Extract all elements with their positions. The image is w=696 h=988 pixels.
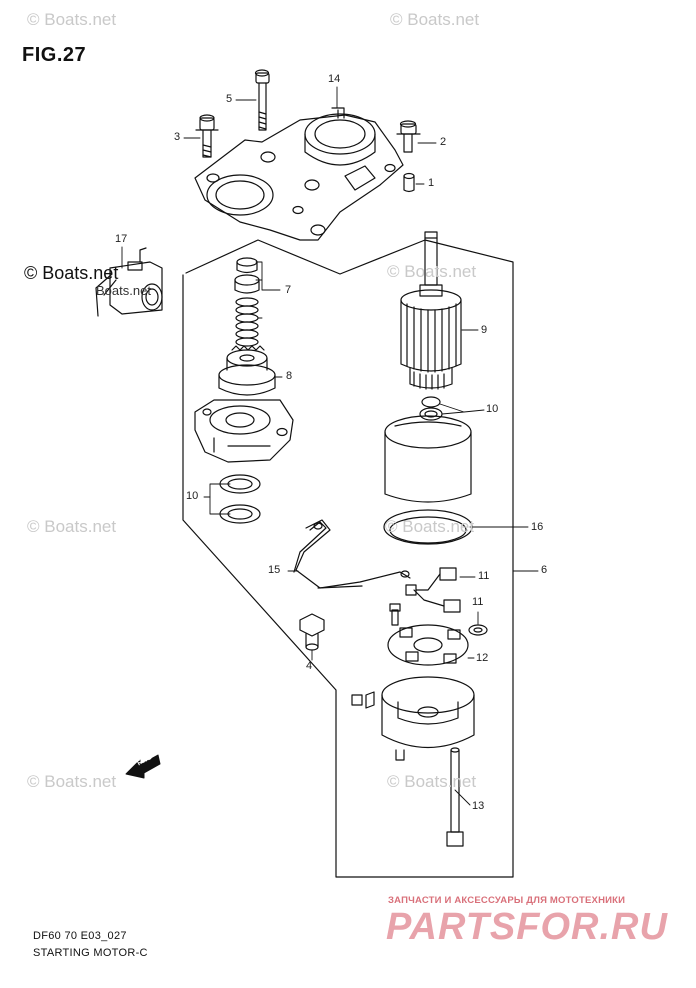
callout-12: 11 [472,596,484,608]
assembly-boundary [182,239,514,878]
callout-9: 9 [481,324,488,336]
part-10-washers-left [219,474,261,524]
part-12-hardware [389,603,488,636]
callout-10: 10 [186,490,199,502]
watermark: © Boats.net [390,10,480,29]
callout-6: 6 [541,564,548,576]
watermark: Boats.net [96,283,151,298]
callout-18: 17 [115,233,128,245]
shop-tagline: ЗАПЧАСТИ И АКСЕССУАРЫ ДЛЯ МОТОТЕХНИКИ [388,895,626,906]
callout-11: 11 [478,570,490,582]
shop-brand-logo: PARTSFOR.RU [386,906,668,948]
part-1-dowel [403,172,415,193]
part-15-bracket [194,107,404,241]
part-3-bolt [195,114,219,158]
callout-17: 16 [531,521,544,533]
part-2-bolt [396,120,421,153]
callout-15: 14 [328,73,341,85]
leader-lines [121,86,539,806]
part-4-bolt [299,613,325,651]
front-housing [194,399,294,463]
watermark: © Boats.net [387,772,477,791]
watermark: © Boats.net [385,517,475,536]
callout-13: 12 [476,652,489,664]
part-11-brushes [405,567,461,613]
callout-3: 3 [174,131,181,143]
yoke [384,415,472,503]
watermark: © Boats.net [27,10,117,29]
figure-code: DF60 70 E03_027 [33,930,127,942]
callout-1: 1 [428,177,435,189]
rear-end-cap [351,676,475,761]
callout-14: 13 [472,800,485,812]
fwd-arrow-icon [125,754,161,779]
callout-4: 4 [306,660,313,672]
callout-8: 8 [286,370,293,382]
watermark: © Boats.net [27,517,117,536]
figure-title: FIG.27 [22,44,87,66]
callout-16: 15 [268,564,281,576]
watermark: © Boats.net [24,263,119,283]
part-18-relay [95,247,163,317]
part-8-pinion [218,345,276,396]
part-5-long-bolt [254,69,270,131]
callout-2: 2 [440,136,447,148]
part-14-through-bolt [446,747,464,847]
part-16-strap [293,519,411,589]
watermark: © Boats.net [387,262,477,281]
part-13-brush-holder [387,624,469,666]
figure-name: STARTING MOTOR-C [33,947,148,959]
part-7-spring-stack [234,257,260,347]
callout-10: 10 [486,403,499,415]
part-9-armature [400,231,462,390]
callout-5: 5 [226,93,233,105]
callout-7: 7 [285,284,292,296]
watermark: © Boats.net [27,772,117,791]
